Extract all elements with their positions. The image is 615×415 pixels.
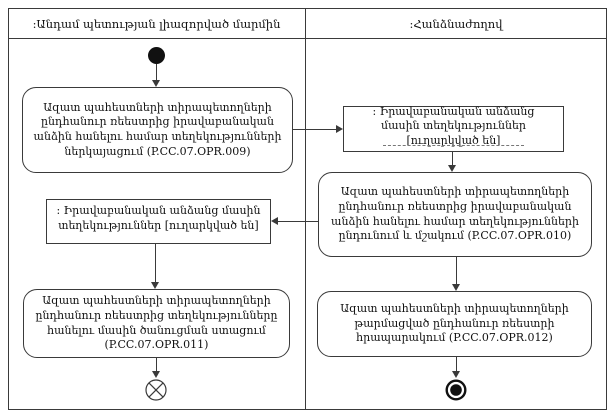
arrow-opr010-to-object (278, 221, 318, 222)
arrow-object-to-opr011 (155, 244, 156, 282)
arrowhead-right-icon (336, 125, 343, 133)
swimlane-header-authorized-body: :Անդամ պետության լիազորված մարմին (32, 16, 281, 31)
arrowhead-down-icon (152, 80, 160, 87)
action-node-label: Ազատ պահեստների տիրապետողների ընդհանուր … (33, 100, 282, 158)
arrowhead-down-icon (448, 165, 456, 172)
action-node-opr012: Ազատ պահեստների տիրապետողների թարմացված … (317, 291, 592, 357)
activity-final-icon (445, 379, 467, 401)
object-node-label: : Իրավաբանական անձանց մասին տեղեկություն… (372, 104, 535, 147)
arrow-object-to-opr010 (452, 152, 453, 166)
action-node-opr011: Ազատ պահեստների տիրապետողների ընդհանուր … (23, 289, 290, 358)
arrowhead-down-icon (152, 371, 160, 378)
initial-node-icon (148, 47, 165, 64)
swimlane-header-underline (8, 38, 607, 39)
action-node-opr010: Ազատ պահեստների տիրապետողների ընդհանուր … (318, 172, 592, 257)
arrowhead-down-icon (452, 284, 460, 291)
arrow-opr009-to-object (293, 129, 336, 130)
action-node-label: Ազատ պահեստների տիրապետողների թարմացված … (340, 302, 569, 345)
object-node-label: : Իրավաբանական անձանց մասին տեղեկություն… (56, 204, 261, 232)
action-node-opr009: Ազատ պահեստների տիրապետողների ընդհանուր … (22, 87, 293, 173)
arrow-opr010-to-opr012 (456, 257, 457, 284)
flow-final-icon (145, 379, 167, 401)
object-node-info-sent-left: : Իրավաբանական անձանց մասին տեղեկություն… (46, 199, 271, 244)
object-node-info-sent-right: : Իրավաբանական անձանց մասին տեղեկություն… (343, 104, 564, 152)
arrowhead-left-icon (271, 217, 278, 225)
action-node-label: Ազատ պահեստների տիրապետողների ընդհանուր … (331, 185, 579, 243)
swimlane-header-commission: :Հանձնաժողով (409, 16, 503, 31)
arrow-start-to-opr009 (156, 64, 157, 81)
arrow-opr011-to-flow-final (156, 358, 157, 372)
dashed-separator (383, 145, 524, 146)
arrowhead-down-icon (151, 282, 159, 289)
swimlane-divider (305, 8, 306, 410)
arrow-opr012-to-activity-final (456, 357, 457, 371)
action-node-label: Ազատ պահեստների տիրապետողների ընդհանուր … (35, 294, 278, 352)
arrowhead-down-icon (452, 371, 460, 378)
